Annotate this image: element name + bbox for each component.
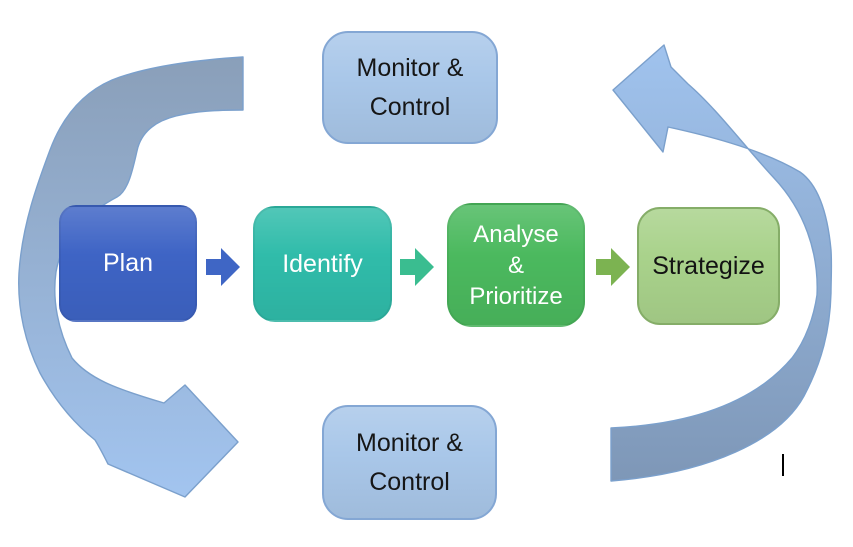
node-plan: Plan: [59, 205, 197, 322]
node-strategize: Strategize: [637, 207, 780, 325]
node-identify: Identify: [253, 206, 392, 322]
right-block-arrow-icon: [596, 248, 630, 286]
node-analyse-prioritize: Analyse & Prioritize: [447, 203, 585, 327]
right-block-arrow-icon: [400, 248, 434, 286]
node-label-line: Monitor &: [356, 428, 463, 457]
node-label-line: &: [507, 251, 524, 279]
right-block-arrow-icon: [206, 248, 240, 286]
connector-arrow-analyse-to-strategize: [596, 248, 630, 286]
node-label-line: Prioritize: [469, 282, 563, 310]
right-cycle-arrow: [610, 44, 833, 482]
node-label-line: Control: [369, 467, 450, 496]
left-cycle-arrow: [18, 56, 244, 498]
node-monitor-control-bottom: Monitor & Control: [322, 405, 497, 520]
node-label-line: Monitor &: [356, 53, 464, 82]
node-label: Identify: [282, 249, 363, 278]
node-label: Strategize: [652, 251, 765, 280]
text-cursor: [782, 454, 784, 476]
node-monitor-control-top: Monitor & Control: [322, 31, 498, 144]
node-label: Plan: [102, 249, 154, 277]
connector-arrow-plan-to-identify: [206, 248, 240, 286]
connector-arrow-identify-to-analyse: [400, 248, 434, 286]
node-label-line: Control: [369, 92, 451, 121]
node-label-line: Analyse: [473, 220, 559, 248]
